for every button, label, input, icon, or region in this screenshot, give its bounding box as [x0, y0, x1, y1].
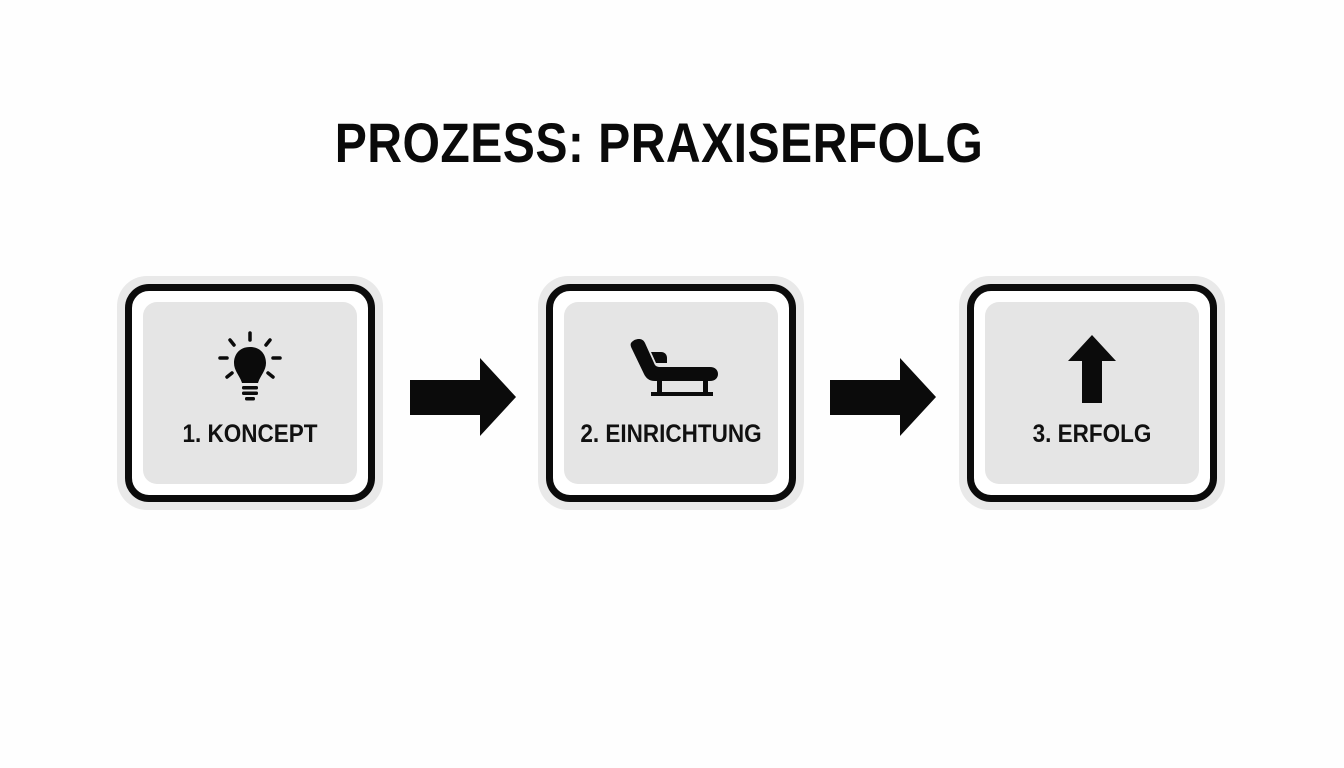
step-success: 3. ERFOLG	[959, 276, 1225, 510]
step-frame: 3. ERFOLG	[967, 284, 1217, 502]
step-panel: 3. ERFOLG	[985, 302, 1199, 484]
lightbulb-icon	[200, 330, 300, 410]
arrow-right-icon	[830, 358, 936, 436]
step-panel: 1. KONCEPT	[143, 302, 357, 484]
arrow-right-icon	[410, 358, 516, 436]
treatment-chair-icon	[621, 330, 721, 410]
step-frame: 2. EINRICHTUNG	[546, 284, 796, 502]
step-concept: 1. KONCEPT	[117, 276, 383, 510]
step-label: 1. KONCEPT	[182, 420, 318, 448]
step-label: 2. EINRICHTUNG	[580, 420, 762, 448]
step-panel: 2. EINRICHTUNG	[564, 302, 778, 484]
step-setup: 2. EINRICHTUNG	[538, 276, 804, 510]
arrow-up-icon	[1042, 330, 1142, 410]
diagram-title: PROZESS: PRAXISERFOLG	[334, 111, 984, 174]
step-frame: 1. KONCEPT	[125, 284, 375, 502]
step-label: 3. ERFOLG	[1032, 420, 1152, 448]
